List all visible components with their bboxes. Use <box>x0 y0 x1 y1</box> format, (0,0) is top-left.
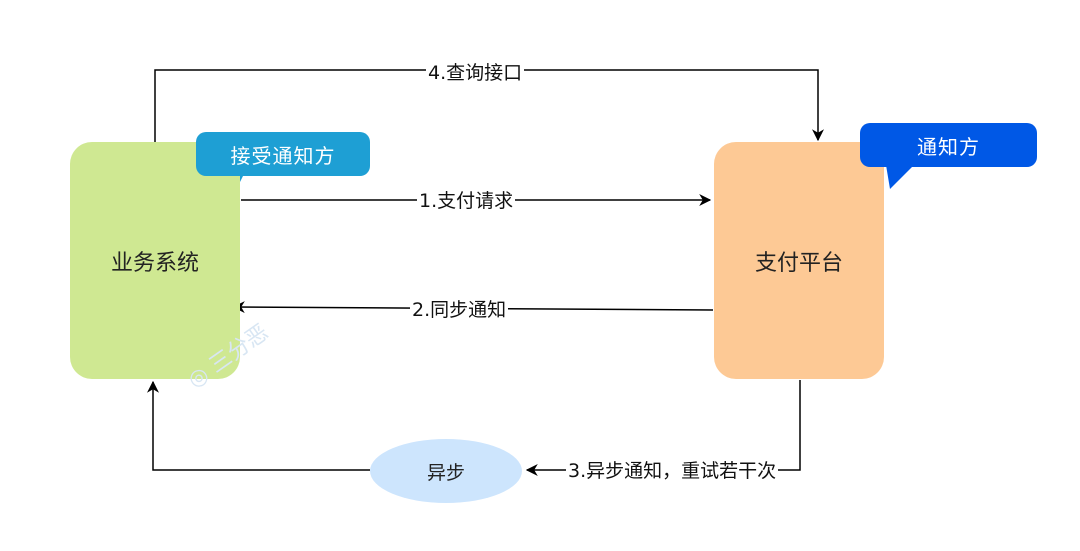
async-label: 异步 <box>426 461 465 484</box>
business-system-label: 业务系统 <box>110 250 199 276</box>
notifier-callout: 通知方 <box>860 123 1037 167</box>
receiver-callout: 接受通知方 <box>196 132 370 176</box>
business-system-node: 业务系统 <box>70 142 240 379</box>
payment-platform-label: 支付平台 <box>754 250 843 276</box>
edge-query-label: 4.查询接口 <box>426 61 525 85</box>
edge-async-notify-label: 3.异步通知，重试若干次 <box>566 459 779 483</box>
edge-sync-notify-label: 2.同步通知 <box>410 298 509 322</box>
edge-async-notify-line <box>525 380 801 476</box>
edge-async-to-business-line <box>147 380 370 471</box>
edge-pay-request-label: 1.支付请求 <box>417 189 516 213</box>
payment-platform-node: 支付平台 <box>714 142 884 379</box>
async-node: 异步 <box>370 439 522 503</box>
receiver-callout-label: 接受通知方 <box>230 143 336 168</box>
notifier-callout-tail <box>886 165 914 189</box>
notifier-callout-label: 通知方 <box>917 134 980 159</box>
